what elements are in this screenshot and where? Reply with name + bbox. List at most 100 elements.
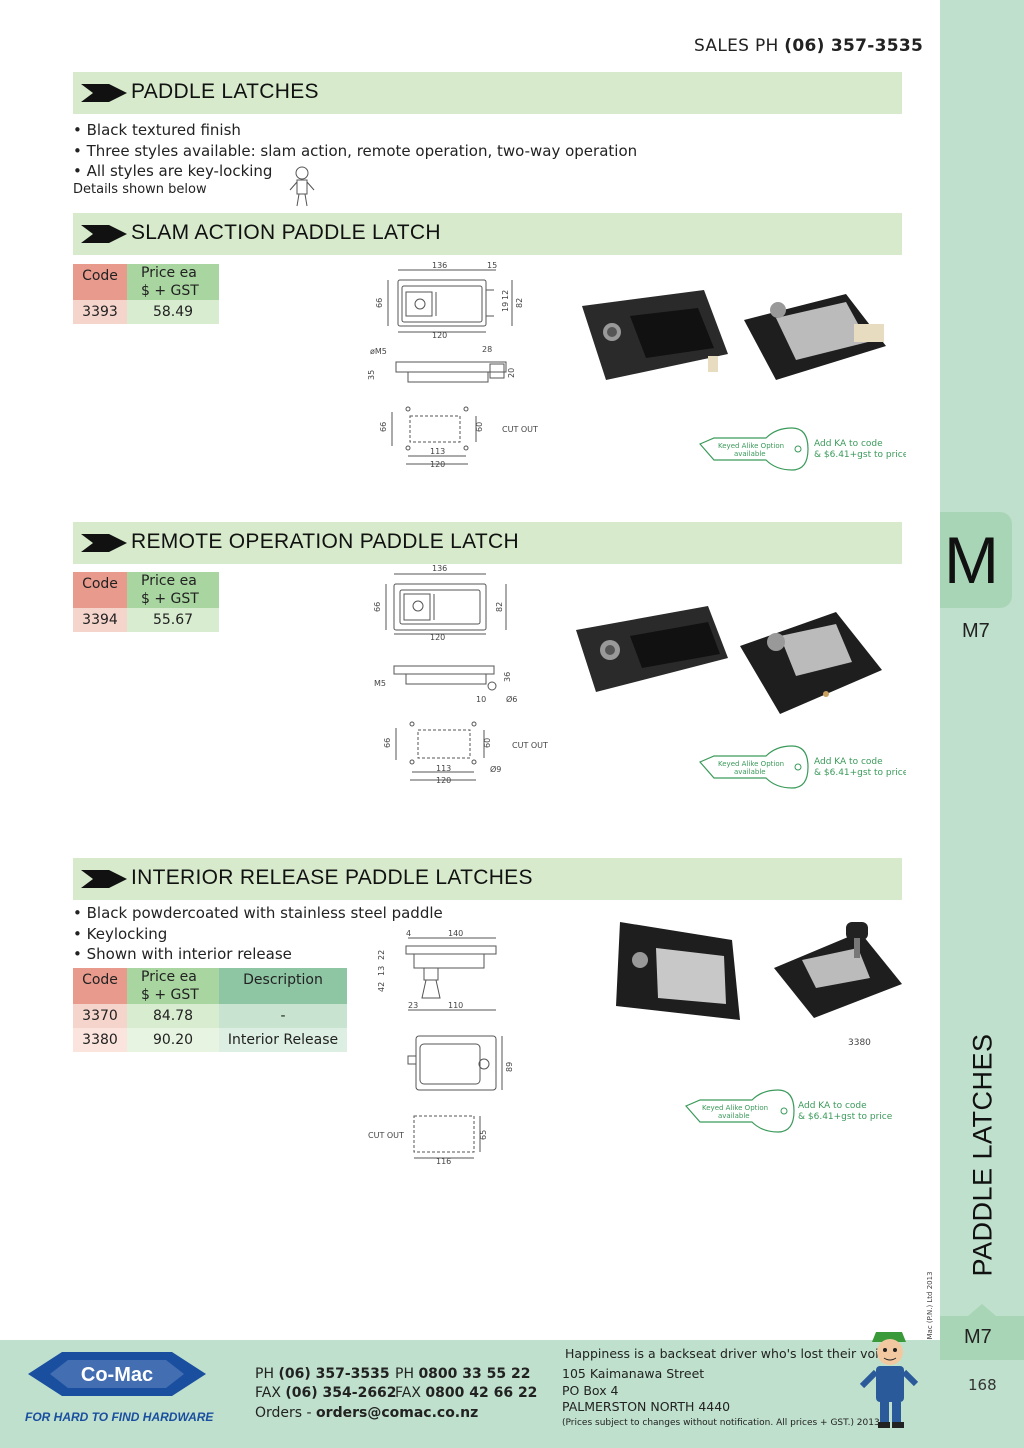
- fax-number: (06) 354-2662: [285, 1385, 397, 1401]
- dim-label: 120: [436, 776, 451, 785]
- section-interior-release: INTERIOR RELEASE PADDLE LATCHES: [73, 858, 902, 900]
- key-label: Keyed Alike Option: [718, 442, 784, 450]
- dim-label: 66: [373, 602, 382, 612]
- product-price: 90.20: [127, 1028, 219, 1052]
- product-price: 84.78: [127, 1004, 219, 1028]
- slam-latch-back-photo: [736, 290, 896, 390]
- fax-label: FAX: [255, 1385, 281, 1401]
- dim-label: øM5: [370, 347, 387, 356]
- key-note: & $6.41+gst to price: [798, 1112, 892, 1122]
- key-label: Keyed Alike Option: [718, 760, 784, 768]
- slam-technical-drawing: 136 15 66 12 19 82 120 øM5 28 35 20 66 6…: [367, 261, 538, 469]
- footer-orders: Orders - orders@comac.co.nz: [255, 1405, 478, 1421]
- comac-logo: Co-Mac: [28, 1352, 206, 1396]
- product-description: Interior Release: [219, 1028, 347, 1052]
- dim-label: M5: [374, 679, 386, 688]
- key-note: Add KA to code: [814, 439, 883, 449]
- freefax-number: 0800 42 66 22: [425, 1385, 538, 1401]
- arrow-icon: [81, 84, 127, 102]
- address-line: 105 Kaimanawa Street: [562, 1366, 705, 1381]
- right-sidebar: [940, 0, 1024, 1448]
- fax-label: FAX: [395, 1385, 421, 1401]
- mascot-mechanic-icon: [859, 1332, 919, 1428]
- footer-phone2: PH 0800 33 55 22: [395, 1366, 530, 1382]
- description-header: Description: [219, 968, 347, 1004]
- dim-label: 23: [408, 1001, 418, 1010]
- product-code: 3370: [73, 1004, 127, 1028]
- sidebar-code: M7: [962, 620, 990, 642]
- dim-label: 82: [495, 602, 504, 612]
- bullet-item: All styles are key-locking: [73, 161, 637, 182]
- photo-label: 3380: [848, 1038, 871, 1048]
- price-header-sub: $ + GST: [127, 986, 219, 1004]
- dim-label: 10: [476, 695, 486, 704]
- price-header-sub: $ + GST: [127, 282, 219, 300]
- logo-text: Co-Mac: [81, 1364, 153, 1386]
- key-label: available: [734, 450, 766, 458]
- remote-latch-front-photo: [570, 602, 730, 698]
- arrow-icon: [81, 225, 127, 243]
- interior-latch-front-photo: [612, 912, 746, 1028]
- code-header: Code: [73, 264, 127, 300]
- footer-phone: PH (06) 357-3535: [255, 1366, 390, 1382]
- key-label: available: [718, 1112, 750, 1120]
- cutout-label: CUT OUT: [502, 425, 538, 434]
- orders-email[interactable]: orders@comac.co.nz: [316, 1405, 479, 1421]
- dim-label: 60: [475, 422, 484, 432]
- section-tab-m: M: [940, 512, 1012, 608]
- intro-bullets: Black textured finish Three styles avail…: [73, 120, 638, 182]
- keyed-alike-badge: Keyed Alike Option available Add KA to c…: [699, 745, 906, 789]
- ph-label: PH: [395, 1366, 414, 1382]
- dim-label: 82: [515, 298, 524, 308]
- section-title: SLAM ACTION PADDLE LATCH: [131, 221, 441, 244]
- dim-label: 19: [501, 302, 510, 312]
- dim-label: 65: [479, 1130, 488, 1140]
- key-label: Keyed Alike Option: [702, 1104, 768, 1112]
- price-header: Price ea: [127, 264, 219, 282]
- remote-latch-back-photo: [736, 606, 886, 718]
- footer-fax: FAX (06) 354-2662: [255, 1385, 397, 1401]
- intro-note: Details shown below: [73, 182, 207, 197]
- sales-label: SALES PH: [694, 36, 779, 56]
- key-note: Add KA to code: [798, 1101, 867, 1111]
- cutout-label: CUT OUT: [512, 741, 548, 750]
- vertical-title: PADDLE LATCHES: [958, 1033, 1008, 1276]
- dim-label: 120: [430, 460, 445, 469]
- key-note: & $6.41+gst to price: [814, 450, 906, 460]
- dim-label: Ø6: [506, 694, 517, 704]
- price-header: Price ea: [127, 572, 219, 590]
- vertical-title-text: PADDLE LATCHES: [967, 1033, 998, 1277]
- slam-latch-front-photo: [568, 286, 730, 386]
- bullet-item: Three styles available: slam action, rem…: [73, 141, 638, 162]
- tagline: FOR HARD TO FIND HARDWARE: [25, 1410, 214, 1424]
- dim-label: 66: [383, 738, 392, 748]
- key-label: available: [734, 768, 766, 776]
- product-price: 58.49: [127, 300, 219, 324]
- section-title: INTERIOR RELEASE PADDLE LATCHES: [131, 866, 533, 889]
- footer-address: 105 Kaimanawa Street PO Box 4 PALMERSTON…: [562, 1366, 730, 1416]
- address-line: PO Box 4: [562, 1382, 619, 1398]
- section-paddle-latches: PADDLE LATCHES: [73, 72, 902, 114]
- dim-label: 28: [482, 345, 492, 354]
- dim-label: 22: [377, 950, 386, 960]
- interior-latch-back-photo: [770, 918, 904, 1026]
- dim-label: 120: [432, 331, 447, 340]
- bottom-code-tab: M7: [940, 1304, 1024, 1360]
- dim-label: 4: [406, 929, 411, 938]
- dim-label: 120: [430, 633, 445, 642]
- bullet-item: Shown with interior release: [73, 944, 443, 965]
- keyed-alike-badge: Keyed Alike Option available Add KA to c…: [699, 427, 906, 471]
- product-code: 3380: [73, 1028, 127, 1052]
- dim-label: 136: [432, 261, 447, 270]
- section-remote-operation: REMOTE OPERATION PADDLE LATCH: [73, 522, 902, 564]
- footer-disclaimer: (Prices subject to changes without notif…: [562, 1418, 880, 1428]
- dim-label: 20: [507, 368, 516, 378]
- price-header-sub: $ + GST: [127, 590, 219, 608]
- dim-label: Ø9: [490, 764, 501, 774]
